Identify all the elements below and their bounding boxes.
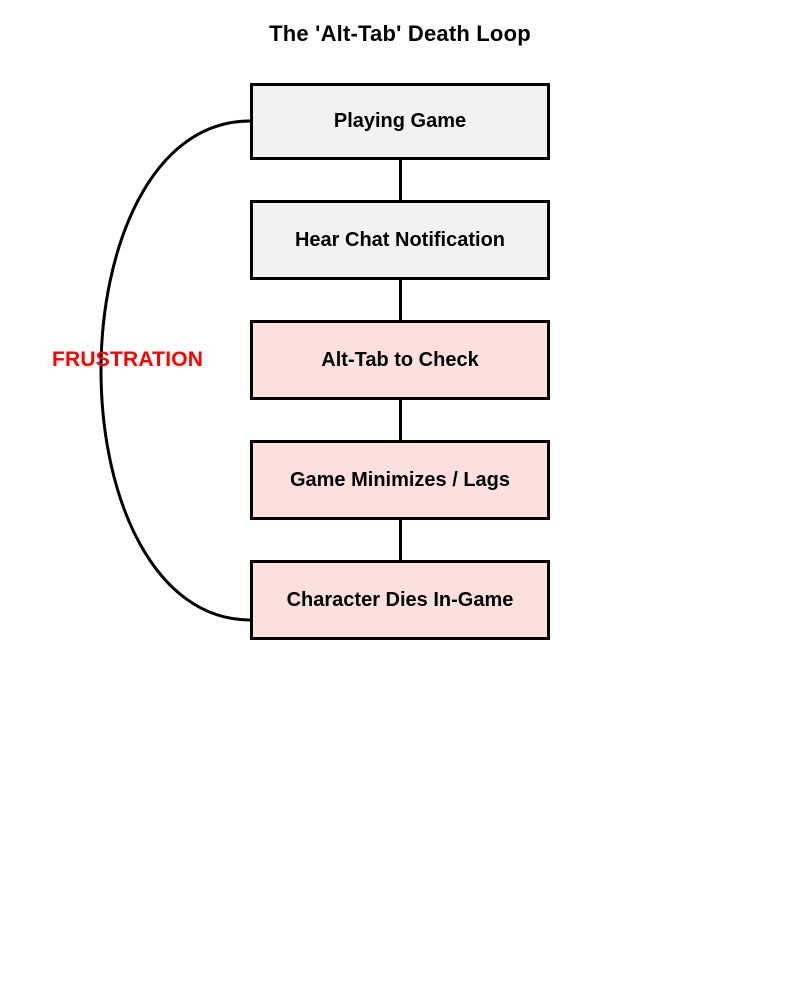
flow-node-label: Game Minimizes / Lags	[289, 468, 511, 491]
flow-node-label: Hear Chat Notification	[294, 228, 506, 251]
page-title: The 'Alt-Tab' Death Loop	[269, 21, 531, 46]
feedback-loop-label: FRUSTRATION	[52, 348, 204, 371]
flow-connector-game-minimizes-to-character-dies	[399, 520, 402, 560]
feedback-loop-path	[99, 119, 251, 622]
flow-node-game-minimizes-lags[interactable]: Game Minimizes / Lags	[250, 440, 550, 520]
flow-node-alt-tab-to-check[interactable]: Alt-Tab to Check	[250, 320, 550, 400]
flow-connector-alt-tab-to-game-minimizes	[399, 400, 402, 440]
flow-node-character-dies-in-game[interactable]: Character Dies In-Game	[250, 560, 550, 640]
flow-node-label: Alt-Tab to Check	[321, 348, 479, 371]
flow-node-playing-game[interactable]: Playing Game	[250, 83, 550, 160]
flow-connector-playing-game-to-hear-chat	[399, 160, 402, 200]
flow-node-hear-chat-notification[interactable]: Hear Chat Notification	[250, 200, 550, 280]
flow-node-label: Playing Game	[333, 110, 467, 133]
flow-connector-hear-chat-to-alt-tab	[399, 280, 402, 320]
flow-node-label: Character Dies In-Game	[286, 588, 514, 611]
